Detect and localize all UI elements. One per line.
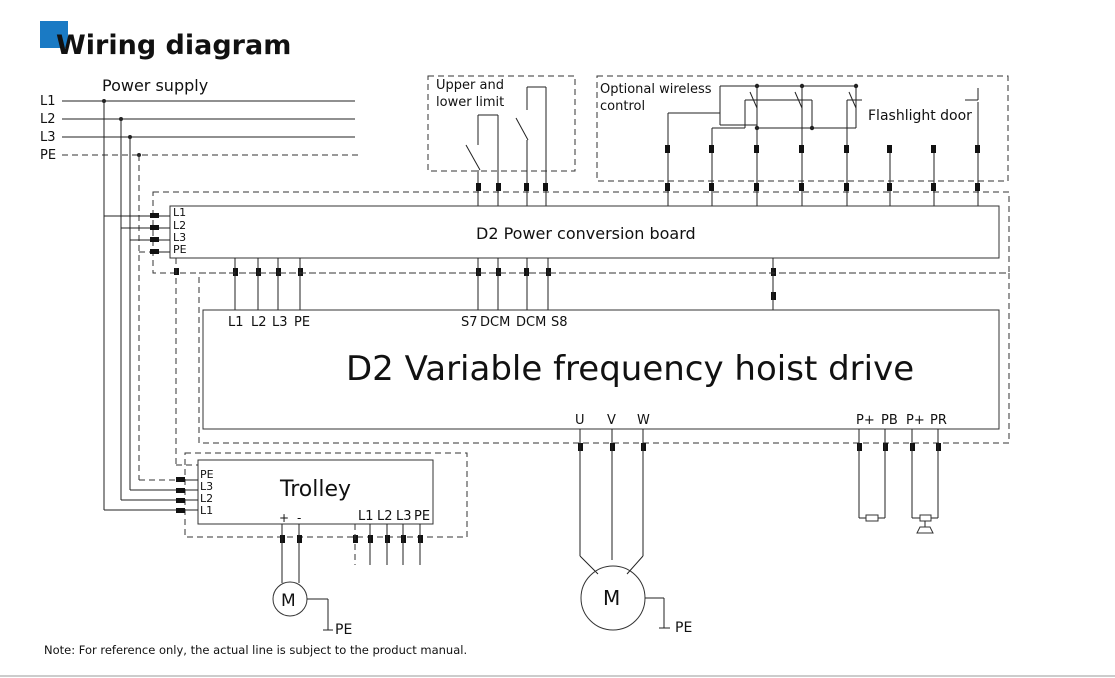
hoist-drive <box>202 309 1000 430</box>
brake-resistor-wiring <box>857 429 941 519</box>
drive-terminal-p-plus-1: P+ <box>856 413 875 428</box>
trolley-enclosure <box>184 452 468 538</box>
limit-switch-box <box>427 75 576 172</box>
drive-terminal-pb: PB <box>881 413 898 428</box>
limit-label-line2: lower limit <box>436 95 504 110</box>
supply-lines <box>62 99 360 157</box>
supply-drops <box>103 101 176 511</box>
trolley-bottom-l3: L3 <box>396 509 412 524</box>
drive-terminal-s8: S8 <box>551 315 568 330</box>
drive-terminal-l3: L3 <box>272 315 288 330</box>
board-input-l3: L3 <box>173 231 186 244</box>
trolley-plus-label: + <box>279 511 289 525</box>
trolley-side-l2: L2 <box>200 492 213 505</box>
board-top-connectors <box>476 145 980 206</box>
board-input-connectors <box>150 213 170 254</box>
supply-l1-label: L1 <box>40 94 56 109</box>
trolley-minus-label: - <box>297 511 301 525</box>
wireless-relay-network <box>667 83 979 190</box>
flashlight-door-label: Flashlight door <box>868 108 972 124</box>
trolley-motor-ground-label: PE <box>335 622 352 638</box>
board-input-l1: L1 <box>173 206 186 219</box>
drive-terminal-dcm-1: DCM <box>480 315 510 330</box>
motor-output-wiring <box>578 429 646 575</box>
drive-terminal-pe: PE <box>294 315 310 330</box>
drive-terminal-s7: S7 <box>461 315 478 330</box>
drive-terminal-u: U <box>575 413 585 428</box>
drive-terminal-v: V <box>607 413 616 428</box>
trolley-unit <box>197 459 434 525</box>
board-label: D2 Power conversion board <box>476 224 696 243</box>
supply-l2-label: L2 <box>40 112 56 127</box>
drive-enclosure <box>198 272 1010 444</box>
drive-terminal-l2: L2 <box>251 315 267 330</box>
power-supply-label: Power supply <box>102 76 208 95</box>
trolley-side-l1: L1 <box>200 504 213 517</box>
board-drive-connectors <box>174 258 776 465</box>
drive-terminal-pr: PR <box>930 413 947 428</box>
page-title: Wiring diagram <box>56 30 291 61</box>
hoist-motor-label: M <box>603 586 620 610</box>
reference-note: Note: For reference only, the actual lin… <box>44 643 467 657</box>
accent-square <box>40 21 68 48</box>
trolley-side-pe: PE <box>200 468 214 481</box>
power-conversion-board <box>169 205 1000 259</box>
drive-terminal-w: W <box>637 413 650 428</box>
hoist-motor-ground-label: PE <box>675 620 692 636</box>
wireless-label-line2: control <box>600 99 645 114</box>
trolley-bottom-l2: L2 <box>377 509 393 524</box>
drive-terminal-dcm-2: DCM <box>516 315 546 330</box>
limit-switch-contacts <box>465 86 547 185</box>
trolley-bottom-pe: PE <box>414 509 430 524</box>
trolley-bottom-l1: L1 <box>358 509 374 524</box>
limit-label-line1: Upper and <box>436 78 504 93</box>
board-input-l2: L2 <box>173 219 186 232</box>
drive-label: D2 Variable frequency hoist drive <box>346 349 914 389</box>
drive-terminal-p-plus-2: P+ <box>906 413 925 428</box>
supply-l3-label: L3 <box>40 130 56 145</box>
trolley-motor-label: M <box>281 591 296 611</box>
brake-unit-icon <box>916 514 934 534</box>
brake-resistor-icon <box>865 514 879 522</box>
trolley-side-l3: L3 <box>200 480 213 493</box>
wireless-label-line1: Optional wireless <box>600 82 712 97</box>
supply-pe-label: PE <box>40 148 56 163</box>
trolley-connectors <box>176 464 423 583</box>
hoist-motor-ground-icon <box>645 597 670 629</box>
trolley-motor-ground-icon <box>307 598 333 631</box>
board-input-pe: PE <box>173 243 187 256</box>
trolley-label: Trolley <box>279 477 351 502</box>
drive-terminal-l1: L1 <box>228 315 244 330</box>
